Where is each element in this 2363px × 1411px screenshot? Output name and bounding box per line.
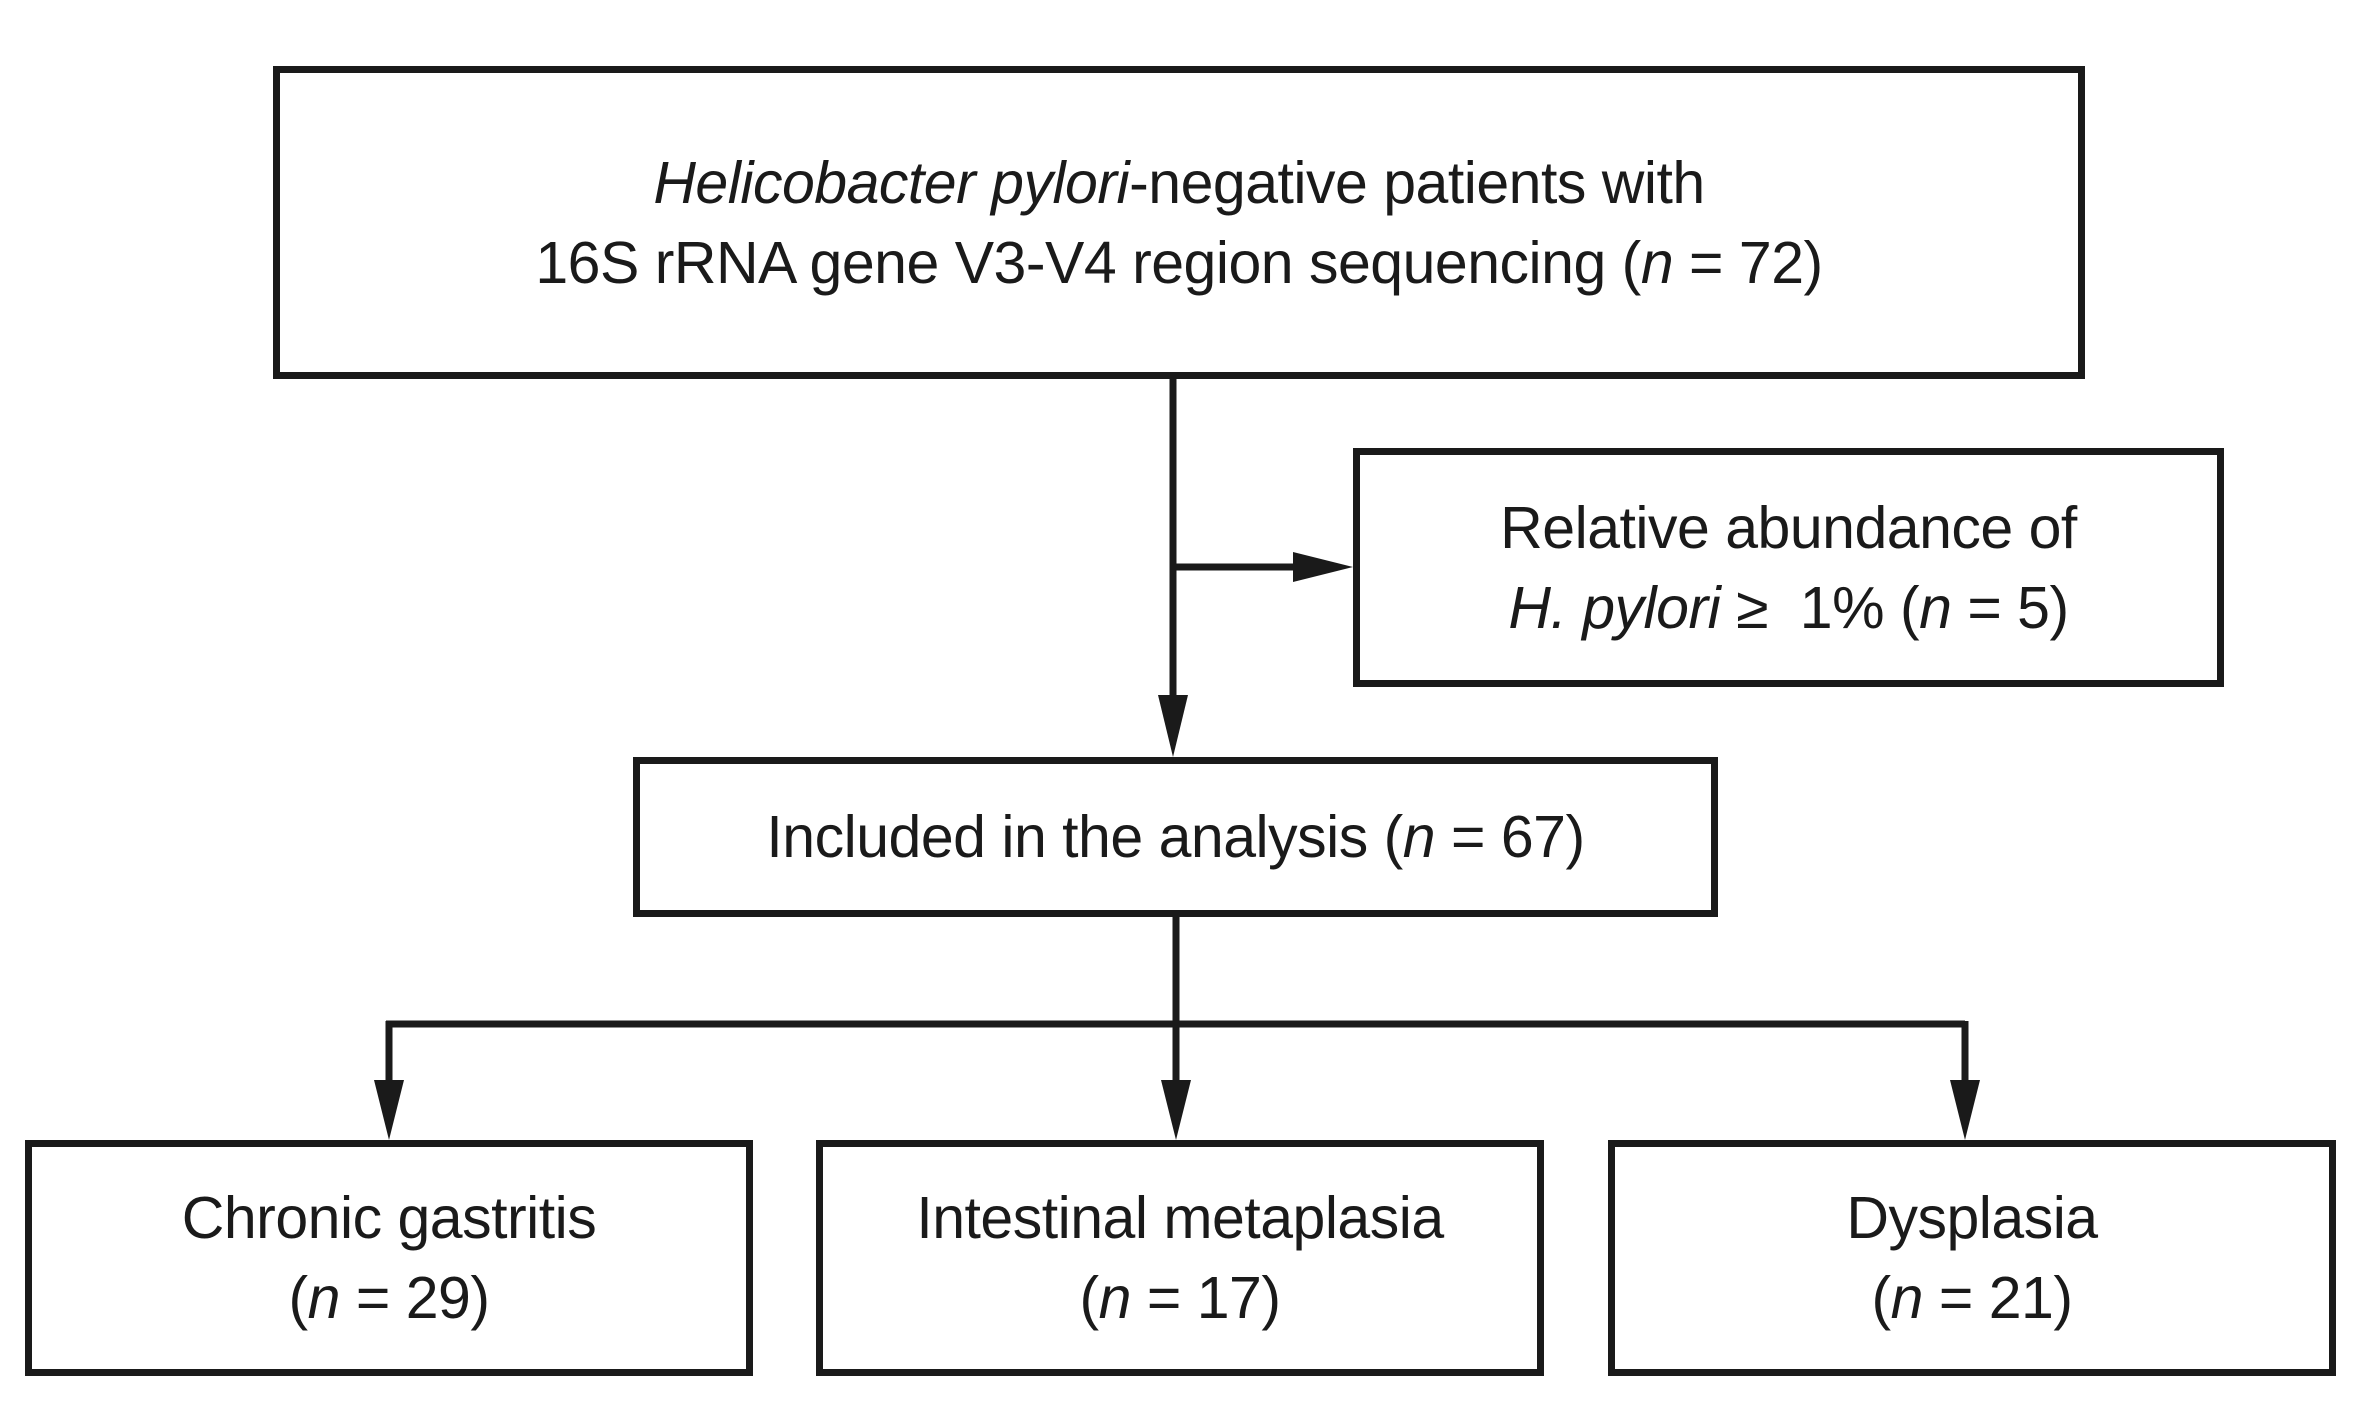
- group-box-intestinal-metaplasia: Intestinal metaplasia (n = 17): [816, 1140, 1544, 1376]
- included-box: Included in the analysis (n = 67): [633, 757, 1718, 917]
- group-box-chronic-gastritis: Chronic gastritis (n = 29): [25, 1140, 753, 1376]
- group-box-dysplasia: Dysplasia (n = 21): [1608, 1140, 2336, 1376]
- excluded-box: Relative abundance of H. pylori ≥ 1% (n …: [1353, 448, 2224, 687]
- arrowhead-to-included: [1158, 695, 1188, 757]
- excluded-line-2: H. pylori ≥ 1% (n = 5): [1508, 568, 2069, 648]
- n-symbol: n: [1098, 1265, 1132, 1331]
- group-label: Dysplasia: [1846, 1185, 2098, 1251]
- n-symbol: n: [307, 1265, 341, 1331]
- group-count-line: (n = 21): [1872, 1258, 2073, 1338]
- paren-open: (: [288, 1265, 309, 1331]
- paren-open: (: [1871, 1265, 1892, 1331]
- arrowhead-to-intestinal-metaplasia: [1161, 1080, 1191, 1140]
- excluded-line-1: Relative abundance of: [1500, 494, 2077, 561]
- paren-open: (: [1079, 1265, 1100, 1331]
- organism-name: Helicobacter pylori: [653, 149, 1130, 216]
- group-count: = 21): [1922, 1265, 2073, 1331]
- group-count: = 17): [1130, 1265, 1281, 1331]
- source-population-line-2: 16S rRNA gene V3-V4 region sequencing (n…: [535, 223, 1823, 303]
- included-label: Included in the analysis (: [766, 804, 1403, 870]
- excluded-threshold: ≥ 1% (: [1720, 574, 1920, 641]
- n-symbol: n: [1640, 229, 1674, 296]
- included-count: = 67): [1435, 804, 1585, 870]
- group-label: Chronic gastritis: [181, 1185, 597, 1251]
- n-symbol: n: [1402, 804, 1436, 870]
- included-line: Included in the analysis (n = 67): [766, 797, 1585, 877]
- group-count-line: (n = 17): [1080, 1258, 1281, 1338]
- excluded-count: = 5): [1951, 574, 2069, 641]
- source-population-line-1: Helicobacter pylori-negative patients wi…: [653, 143, 1705, 223]
- source-population-box: Helicobacter pylori-negative patients wi…: [273, 66, 2085, 379]
- arrowhead-to-chronic-gastritis: [374, 1080, 404, 1140]
- arrowhead-to-excluded: [1293, 552, 1353, 582]
- sequencing-description: 16S rRNA gene V3-V4 region sequencing (: [535, 229, 1641, 296]
- source-population-count: = 72): [1673, 229, 1823, 296]
- group-count: = 29): [339, 1265, 490, 1331]
- group-label: Intestinal metaplasia: [916, 1185, 1444, 1251]
- n-symbol: n: [1890, 1265, 1924, 1331]
- organism-abbrev: H. pylori: [1508, 574, 1721, 641]
- arrowhead-to-dysplasia: [1950, 1080, 1980, 1140]
- source-population-descriptor: -negative patients with: [1129, 149, 1705, 216]
- n-symbol: n: [1919, 574, 1952, 641]
- group-count-line: (n = 29): [289, 1258, 490, 1338]
